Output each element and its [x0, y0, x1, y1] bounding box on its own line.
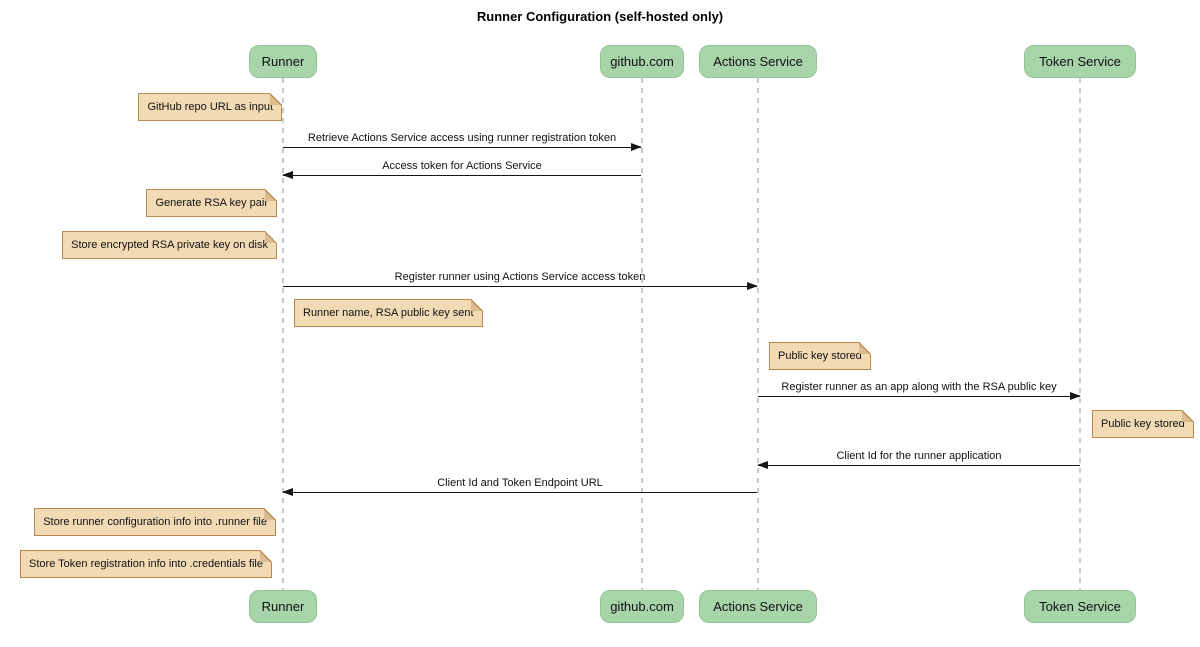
- message-label: Client Id and Token Endpoint URL: [437, 477, 603, 489]
- diagram-title: Runner Configuration (self-hosted only): [476, 9, 724, 24]
- note-runner-name-rsa-public-key-sent: Runner name, RSA public key sent: [294, 299, 483, 327]
- message-line: [282, 488, 757, 496]
- message-label: Retrieve Actions Service access using ru…: [307, 132, 617, 144]
- participant-runner-bottom: Runner: [249, 590, 317, 623]
- message-register-runner: Register runner using Actions Service ac…: [283, 270, 758, 290]
- note-public-key-stored-token-service: Public key stored: [1092, 410, 1194, 438]
- participant-label: Actions Service: [713, 54, 803, 69]
- lifeline-github-com: [641, 78, 643, 590]
- message-line: [757, 461, 1080, 469]
- message-retrieve-actions-service-access: Retrieve Actions Service access using ru…: [283, 131, 642, 151]
- message-line: [282, 171, 641, 179]
- note-public-key-stored-actions-service: Public key stored: [769, 342, 871, 370]
- message-line: [758, 392, 1081, 400]
- note-text: Runner name, RSA public key sent: [303, 307, 474, 319]
- note-store-encrypted-rsa-private-key: Store encrypted RSA private key on disk: [62, 231, 277, 259]
- participant-runner-top: Runner: [249, 45, 317, 78]
- message-label: Register runner using Actions Service ac…: [394, 271, 646, 283]
- arrowhead-left-icon: [282, 488, 293, 496]
- note-store-runner-configuration: Store runner configuration info into .ru…: [34, 508, 276, 536]
- arrowhead-left-icon: [282, 171, 293, 179]
- note-github-repo-url-as-input: GitHub repo URL as input: [138, 93, 282, 121]
- note-text: Public key stored: [778, 350, 862, 362]
- note-text: GitHub repo URL as input: [147, 101, 273, 113]
- message-line: [283, 143, 642, 151]
- message-client-id-and-token-endpoint-url: Client Id and Token Endpoint URL: [282, 476, 757, 496]
- participant-label: Runner: [261, 599, 305, 614]
- lifeline-runner: [282, 78, 284, 590]
- note-generate-rsa-key-pair: Generate RSA key pair: [146, 189, 277, 217]
- note-text: Generate RSA key pair: [155, 197, 268, 209]
- participant-github-com-bottom: github.com: [600, 590, 684, 623]
- lifeline-token-service: [1079, 78, 1081, 590]
- participant-label: Runner: [261, 54, 305, 69]
- participant-token-service-bottom: Token Service: [1024, 590, 1136, 623]
- note-fold-icon: [270, 93, 282, 105]
- note-text: Store encrypted RSA private key on disk: [71, 239, 268, 251]
- message-client-id-for-runner-application: Client Id for the runner application: [757, 449, 1080, 469]
- note-fold-icon: [260, 550, 272, 562]
- note-fold-icon: [265, 231, 277, 243]
- arrowhead-right-icon: [1070, 392, 1081, 400]
- message-label: Register runner as an app along with the…: [781, 381, 1057, 393]
- participant-github-com-top: github.com: [600, 45, 684, 78]
- note-store-token-registration: Store Token registration info into .cred…: [20, 550, 272, 578]
- message-register-runner-as-app: Register runner as an app along with the…: [758, 380, 1081, 400]
- arrowhead-left-icon: [757, 461, 768, 469]
- arrowhead-right-icon: [631, 143, 642, 151]
- lifeline-actions-service: [757, 78, 759, 590]
- participant-actions-service-top: Actions Service: [699, 45, 817, 78]
- participant-label: Actions Service: [713, 599, 803, 614]
- note-text: Store runner configuration info into .ru…: [43, 516, 267, 528]
- message-label: Client Id for the runner application: [836, 450, 1002, 462]
- note-text: Public key stored: [1101, 418, 1185, 430]
- message-line: [283, 282, 758, 290]
- note-text: Store Token registration info into .cred…: [29, 558, 263, 570]
- message-access-token-for-actions-service: Access token for Actions Service: [282, 159, 641, 179]
- participant-label: Token Service: [1039, 599, 1121, 614]
- note-fold-icon: [1181, 410, 1194, 422]
- participant-label: github.com: [610, 54, 674, 69]
- note-fold-icon: [470, 299, 483, 311]
- participant-token-service-top: Token Service: [1024, 45, 1136, 78]
- note-fold-icon: [265, 189, 277, 201]
- message-label: Access token for Actions Service: [382, 160, 542, 172]
- participant-label: Token Service: [1039, 54, 1121, 69]
- note-fold-icon: [858, 342, 871, 354]
- participant-actions-service-bottom: Actions Service: [699, 590, 817, 623]
- note-fold-icon: [264, 508, 276, 520]
- participant-label: github.com: [610, 599, 674, 614]
- arrowhead-right-icon: [747, 282, 758, 290]
